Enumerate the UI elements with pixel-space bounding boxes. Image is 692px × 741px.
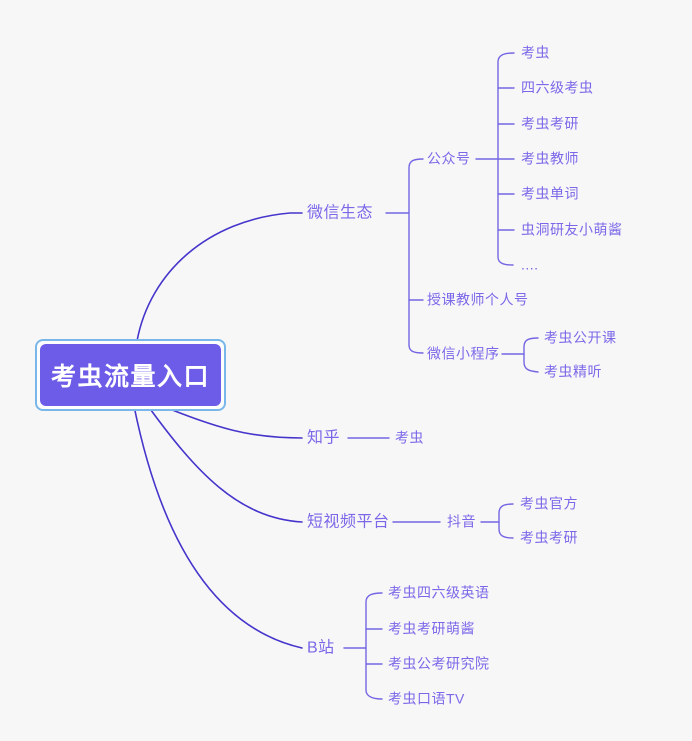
branch-short-video[interactable]: 短视频平台 [307,513,390,531]
connector-root-shortvideo [147,405,303,523]
connector-wechat-bracket [408,158,424,354]
node-wechat-miniprogram[interactable]: 微信小程序 [427,345,500,362]
node-kaochong-open-class[interactable]: 考虫公开课 [544,329,617,346]
branch-bilibili[interactable]: B站 [307,639,335,657]
node-kaochong-cet46-english[interactable]: 考虫四六级英语 [388,584,490,601]
connector-douyin-bracket [498,503,514,539]
node-kaochong[interactable]: 考虫 [521,44,550,61]
node-kaochong-words[interactable]: 考虫单词 [521,185,579,202]
node-kaochong-official[interactable]: 考虫官方 [520,495,578,512]
node-kaochong-teacher[interactable]: 考虫教师 [521,150,579,167]
node-kaochong-kaoyan-mengjiang[interactable]: 考虫考研萌酱 [388,620,475,637]
node-douyin[interactable]: 抖音 [447,513,476,530]
node-ellipsis[interactable]: .... [521,256,539,273]
connector-root-bilibili [133,405,303,649]
node-chongdong-yanyou[interactable]: 虫洞研友小萌酱 [521,221,623,238]
connector-root-wechat [136,212,303,342]
connector-root-zhihu [161,405,303,439]
node-official-account[interactable]: 公众号 [427,150,471,167]
node-kaochong-kaoyan[interactable]: 考虫考研 [521,115,579,132]
node-zhihu-kaochong[interactable]: 考虫 [395,429,424,446]
node-cet46-kaochong[interactable]: 四六级考虫 [521,79,594,96]
connector-mini-bracket [523,337,539,373]
node-kaochong-oral-tv[interactable]: 考虫口语TV [388,690,465,707]
connector-bilibili-bracket [365,592,383,700]
root-label: 考虫流量入口 [50,363,210,391]
node-kaochong-jingting[interactable]: 考虫精听 [544,363,602,380]
root-node-box: 考虫流量入口 [40,344,221,406]
branch-wechat-ecosystem[interactable]: 微信生态 [307,204,374,222]
node-teacher-personal-account[interactable]: 授课教师个人号 [427,291,529,308]
branch-zhihu[interactable]: 知乎 [307,429,341,447]
node-kaochong-gongkao-institute[interactable]: 考虫公考研究院 [388,655,490,672]
node-kaochong-kaoyan-douyin[interactable]: 考虫考研 [520,529,578,546]
root-node[interactable]: 考虫流量入口 [35,339,226,411]
